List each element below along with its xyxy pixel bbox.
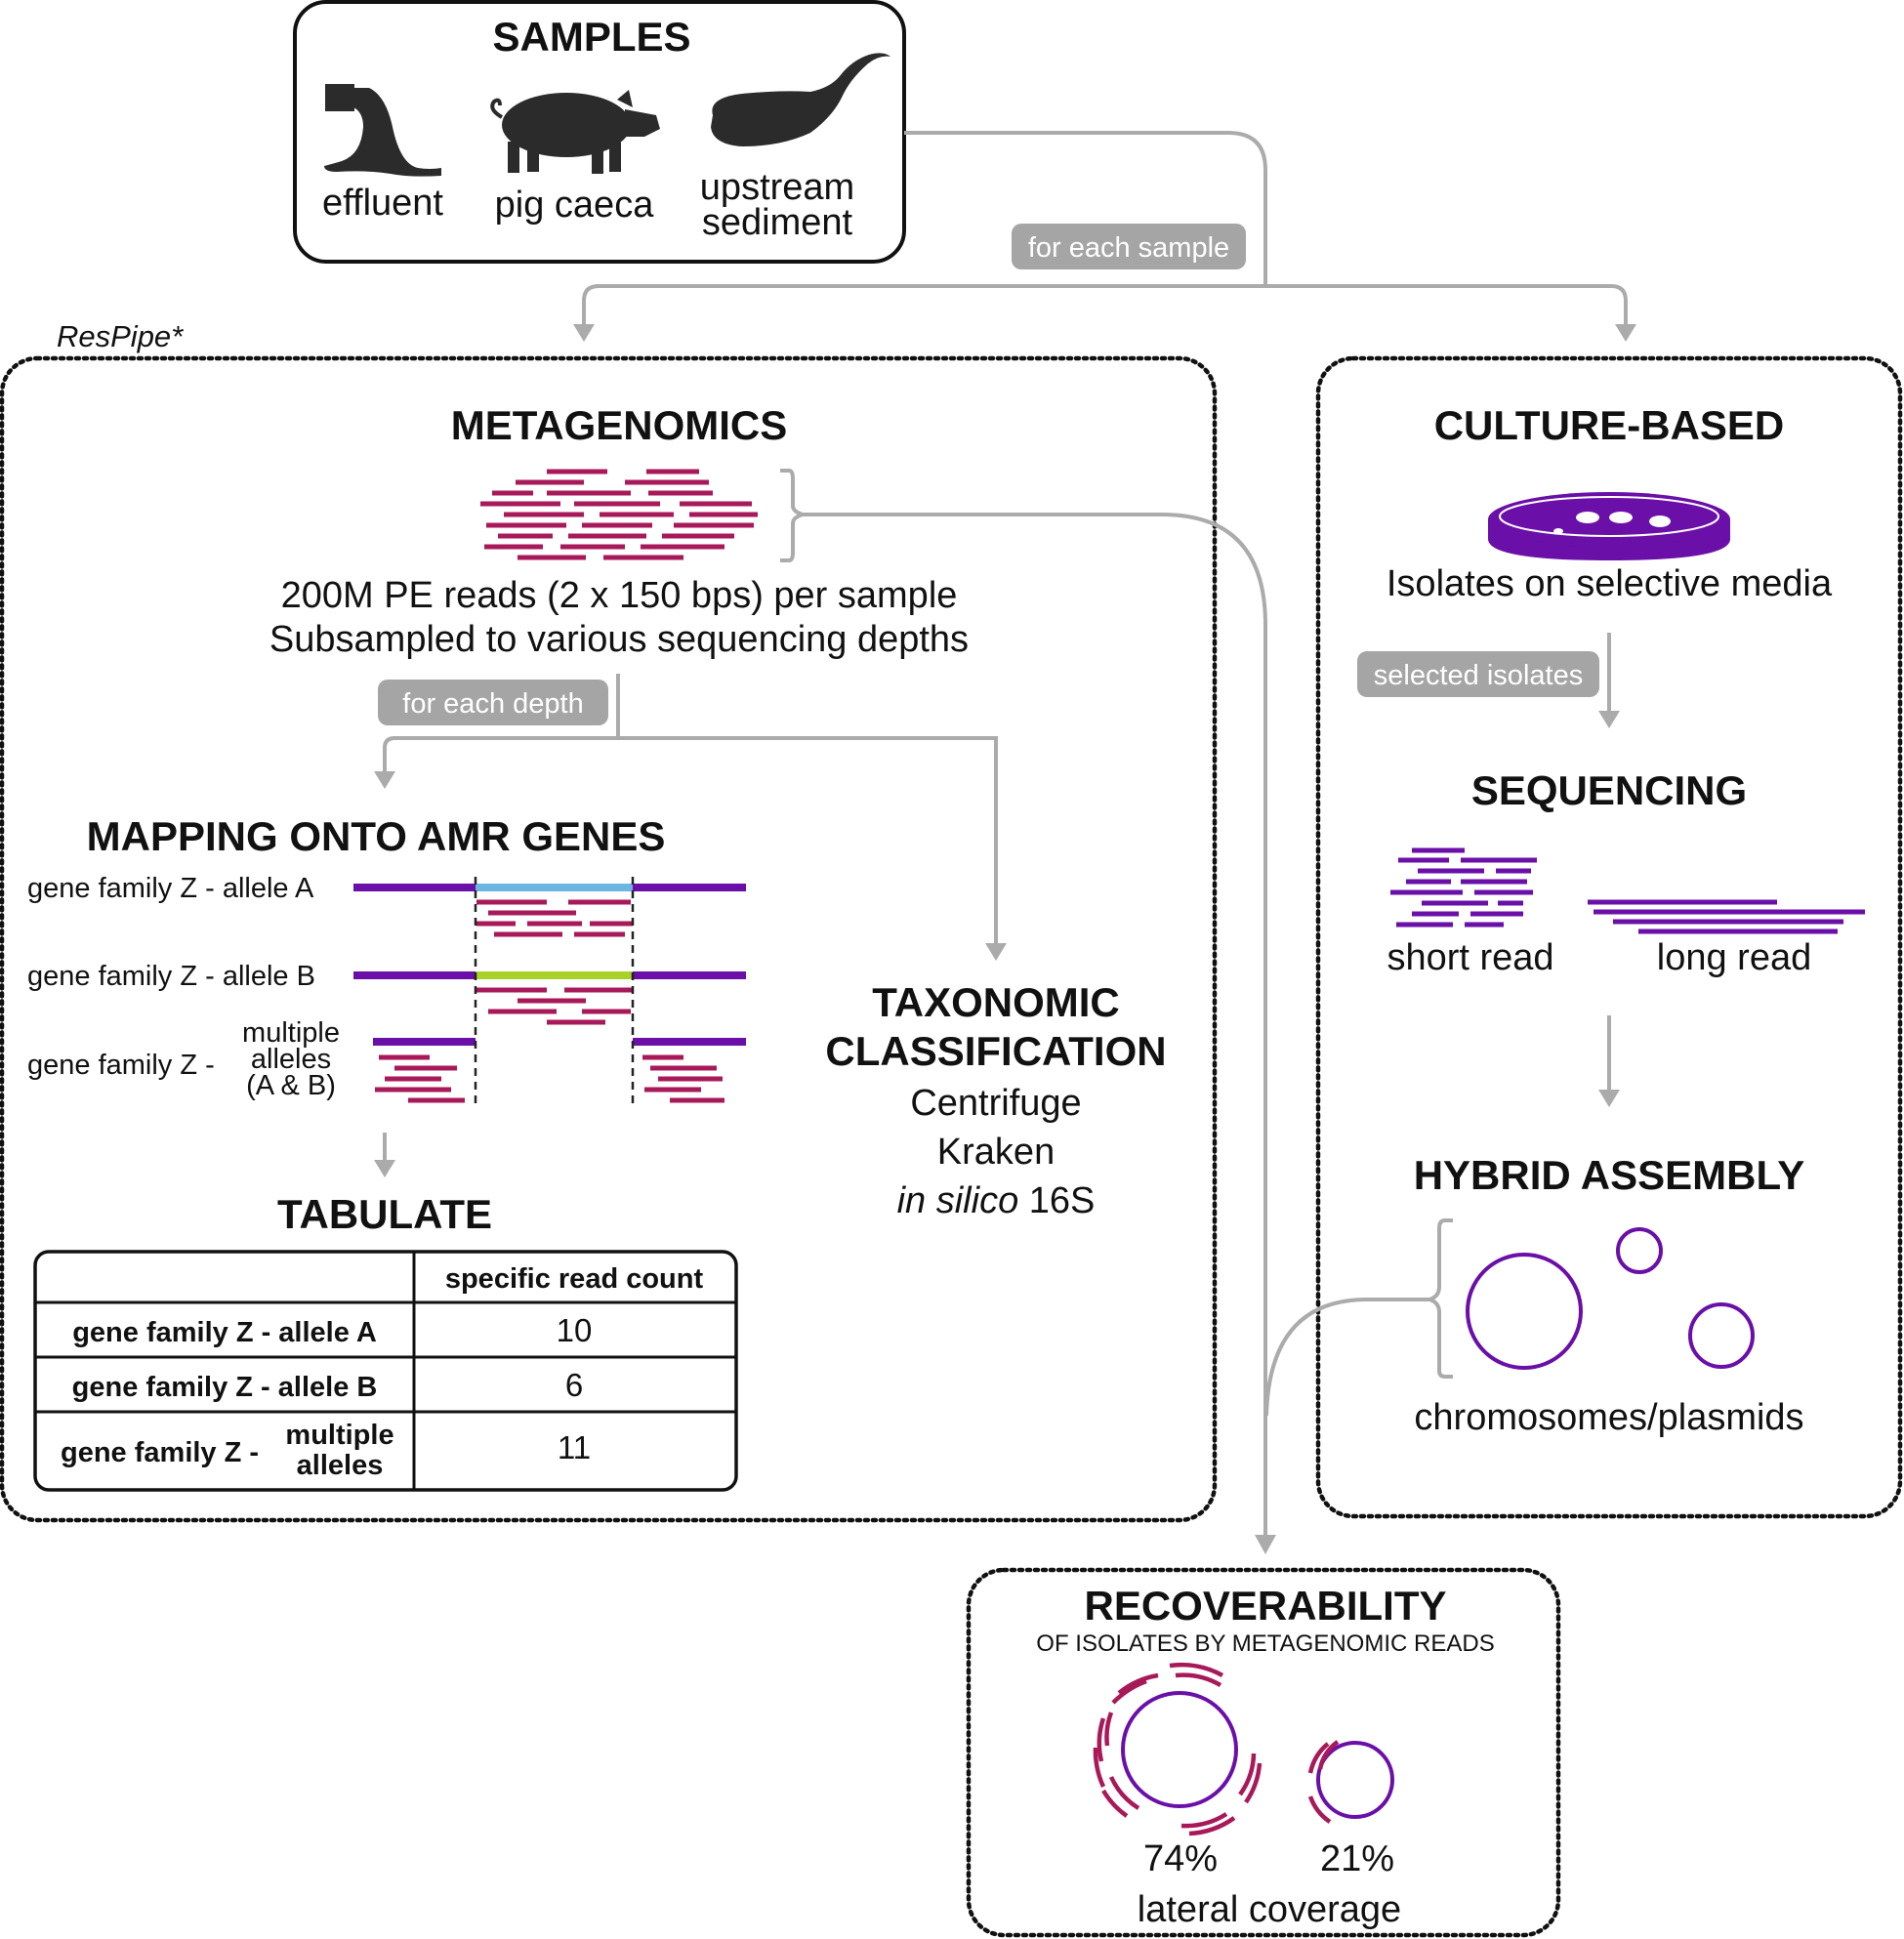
sample-flow-line-left	[582, 131, 1267, 324]
reads-to-recoverability-line	[803, 513, 1267, 1535]
assembly-brace	[1423, 1218, 1453, 1379]
depth-flow-branches	[383, 736, 998, 943]
petri-dish-icon	[1488, 492, 1730, 560]
arrowhead-to-hybrid	[1598, 1090, 1620, 1107]
reads-description-line1: 200M PE reads (2 x 150 bps) per sample	[281, 575, 958, 616]
coverage-reads-large	[1093, 1662, 1262, 1836]
arrowhead-to-sequencing	[1598, 711, 1620, 728]
assembly-to-recoverability-line	[1264, 1298, 1429, 1417]
read-count-table: specific read count gene family Z - alle…	[33, 1250, 738, 1492]
sample-label-pig-caeca: pig caeca	[495, 185, 655, 226]
plasmid-medium-circle	[1688, 1302, 1755, 1369]
for-each-sample-label: for each sample	[1028, 232, 1229, 264]
arrowhead-to-recoverability	[1255, 1535, 1276, 1554]
hybrid-section: HYBRID ASSEMBLY chromosomes/plasmids	[1414, 1152, 1805, 1438]
for-each-depth-label: for each depth	[402, 688, 583, 720]
reads-brace	[780, 469, 809, 562]
recoverability-title: RECOVERABILITY	[1084, 1583, 1446, 1629]
sediment-icon	[711, 53, 890, 146]
culture-section: CULTURE-BASED Isolates on selective medi…	[1357, 402, 1833, 728]
metagenomics-section: METAGENOMICS	[269, 402, 1007, 961]
reads-description-line2: Subsampled to various sequencing depths	[269, 619, 969, 660]
table-cell-multiple: 11	[558, 1429, 591, 1465]
sample-flow-connector: for each sample	[573, 131, 1636, 342]
sample-label-upstream: upstream	[700, 167, 854, 208]
table-column-header: specific read count	[445, 1263, 704, 1295]
hybrid-title: HYBRID ASSEMBLY	[1414, 1152, 1805, 1198]
culture-panel	[1315, 355, 1903, 1519]
sequencing-title: SEQUENCING	[1471, 767, 1747, 813]
recoverability-section: RECOVERABILITY OF ISOLATES BY METAGENOMI…	[1036, 1583, 1494, 1930]
coverage-plasmid-circle	[1316, 1741, 1394, 1819]
lateral-coverage-label: lateral coverage	[1138, 1889, 1401, 1930]
allele-a-reads	[476, 899, 633, 937]
mapping-section: MAPPING ONTO AMR GENES gene family Z - a…	[27, 813, 746, 1177]
table-row-label-multiple-prefix: gene family Z -	[61, 1437, 259, 1468]
multi-allele-label-prefix: gene family Z -	[27, 1050, 215, 1081]
table-cell-allele-a: 10	[557, 1312, 593, 1348]
metagenomic-reads-pile	[480, 469, 758, 560]
coverage-pct-small: 21%	[1320, 1838, 1394, 1879]
for-each-depth-pill	[378, 680, 608, 725]
samples-panel: SAMPLES effluent pig caeca upstream sedi…	[293, 0, 906, 264]
coverage-chromosome-circle	[1121, 1691, 1238, 1808]
16s-text: 16S	[1018, 1180, 1095, 1221]
effluent-pipe-icon	[324, 84, 441, 177]
chromosomes-plasmids-label: chromosomes/plasmids	[1414, 1397, 1803, 1438]
taxonomic-title-line1: TAXONOMIC	[872, 979, 1120, 1025]
allele-b-reads	[476, 987, 633, 1025]
metagenomics-title: METAGENOMICS	[451, 402, 788, 448]
arrowhead-to-tabulate	[374, 1160, 395, 1177]
in-silico-text: in silico	[897, 1180, 1019, 1221]
table-row-label-allele-a: gene family Z - allele A	[72, 1317, 377, 1348]
sequencing-section: SEQUENCING short read long read	[1387, 767, 1865, 1107]
tool-kraken: Kraken	[937, 1132, 1055, 1173]
pig-icon	[490, 90, 660, 174]
multi-allele-reads	[375, 1054, 724, 1103]
tool-centrifuge: Centrifuge	[910, 1083, 1081, 1124]
table-row-label-multiple-line1: multiple	[285, 1420, 393, 1451]
recoverability-panel	[966, 1567, 1561, 1938]
long-read-label: long read	[1657, 937, 1811, 978]
table-row-label-multiple-line2: alleles	[297, 1450, 384, 1481]
long-reads-icon	[1588, 899, 1865, 934]
multi-allele-label-line3: (A & B)	[246, 1070, 336, 1101]
short-reads-icon	[1390, 847, 1537, 928]
arrowhead-to-metagenomics	[573, 324, 595, 342]
selected-isolates-label: selected isolates	[1374, 660, 1583, 691]
multi-allele-label-line1: multiple	[242, 1017, 340, 1049]
culture-title: CULTURE-BASED	[1434, 402, 1785, 448]
samples-title: SAMPLES	[492, 14, 690, 60]
respipe-label: ResPipe*	[57, 319, 184, 353]
short-read-label: short read	[1387, 937, 1553, 978]
arrowhead-to-culture	[1615, 324, 1636, 342]
selected-isolates-pill	[1357, 651, 1599, 697]
sample-label-effluent: effluent	[322, 183, 443, 224]
arrowhead-to-mapping	[374, 771, 395, 789]
tabulate-title: TABULATE	[277, 1191, 492, 1237]
chromosome-circle	[1466, 1253, 1583, 1370]
coverage-pct-large: 74%	[1143, 1838, 1218, 1879]
coverage-reads-small	[1307, 1740, 1340, 1824]
plasmid-small-circle	[1616, 1227, 1663, 1274]
isolates-label: Isolates on selective media	[1387, 563, 1833, 604]
taxonomic-section: TAXONOMIC CLASSIFICATION Centrifuge Krak…	[825, 979, 1166, 1221]
taxonomic-title-line2: CLASSIFICATION	[825, 1028, 1166, 1074]
tool-16s: in silico 16S	[897, 1180, 1096, 1221]
multi-allele-label-line2: alleles	[251, 1044, 331, 1075]
respipe-panel	[0, 355, 1218, 1523]
allele-b-label: gene family Z - allele B	[27, 961, 315, 992]
arrowhead-to-taxonomic	[985, 943, 1007, 961]
table-cell-allele-b: 6	[565, 1367, 583, 1403]
tabulate-section: TABULATE specific read count gene family…	[33, 1191, 738, 1492]
allele-a-label: gene family Z - allele A	[27, 873, 314, 904]
for-each-sample-pill	[1012, 224, 1246, 269]
sample-label-sediment: sediment	[702, 202, 853, 243]
mapping-title: MAPPING ONTO AMR GENES	[87, 813, 666, 859]
table-row-label-allele-b: gene family Z - allele B	[72, 1372, 378, 1403]
recoverability-subtitle: OF ISOLATES BY METAGENOMIC READS	[1036, 1630, 1494, 1657]
sample-flow-line-right	[1265, 284, 1628, 324]
